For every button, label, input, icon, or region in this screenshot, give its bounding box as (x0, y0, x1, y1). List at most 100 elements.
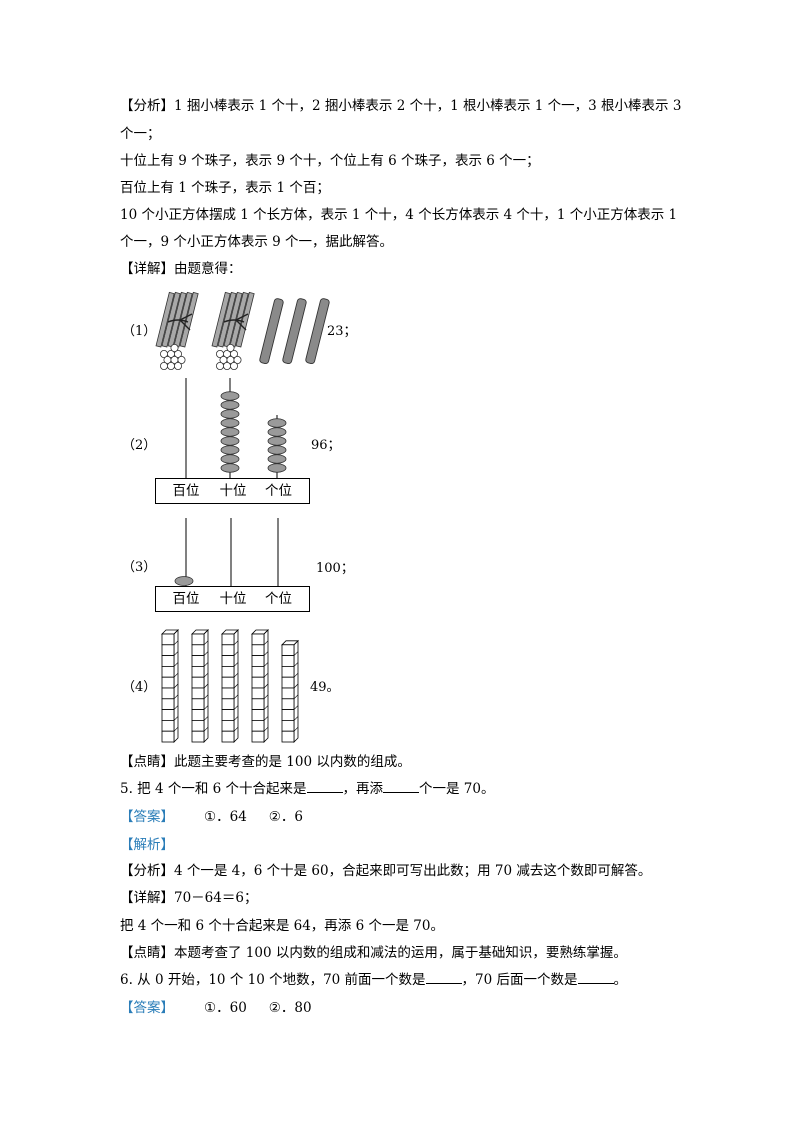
figure-2-abacus-rods (185, 378, 287, 478)
unit-cube (191, 666, 205, 678)
figure-4-label: （4） (122, 680, 157, 695)
unit-cube (161, 655, 175, 667)
q5-text-a: 5. 把 4 个一和 6 个十合起来是 (120, 781, 307, 797)
figure-3-result: 100； (316, 561, 354, 576)
unit-cube (281, 676, 295, 689)
detail-text: 70－64＝6； (174, 890, 258, 906)
q6-answer: 【答案】 ①．60 ②．80 (120, 998, 312, 1018)
q5-detail-2: 把 4 个一和 6 个十合起来是 64，再添 6 个一是 70。 (120, 918, 444, 934)
q6-text-a: 6. 从 0 开始，10 个 10 个地数，70 前面一个数是 (120, 972, 426, 988)
tens-beads (220, 391, 240, 473)
unit-cube (191, 698, 205, 711)
unit-cube (161, 633, 175, 646)
detail-text: 由题意得： (174, 261, 242, 277)
analysis-line-6: 个一，9 个小正方体表示 9 个一，据此解答。 (120, 234, 394, 250)
analysis-line-1: 【分析】1 捆小棒表示 1 个十，2 捆小棒表示 2 个十，1 根小棒表示 1 … (120, 96, 681, 116)
unit-cube (281, 655, 295, 667)
unit-cube (281, 687, 295, 700)
unit-cube (191, 633, 205, 646)
unit-cube (161, 676, 175, 689)
hundreds-label: 百位 (172, 591, 200, 607)
unit-cube (221, 633, 235, 646)
ones-beads (267, 418, 287, 473)
question-6: 6. 从 0 开始，10 个 10 个地数，70 前面一个数是 ，70 后面一个数… (120, 970, 627, 990)
unit-cube (191, 709, 205, 721)
answer-1: ①．60 (204, 1000, 247, 1016)
q6-text-b: ，70 后面一个数是 (461, 972, 578, 988)
q5-blank-2 (383, 780, 420, 793)
q5-fenxi: 【分析】4 个一是 4，6 个十是 60，合起来即可写出此数；用 70 减去这个… (120, 861, 651, 881)
unit-cube (221, 687, 235, 700)
analysis-heading-tag: 【解析】 (120, 837, 174, 853)
analysis-tag: 【分析】 (120, 98, 174, 114)
review-tag: 【点睛】 (120, 754, 174, 770)
unit-cube (191, 655, 205, 667)
ten-rod (221, 629, 239, 743)
unit-cube (161, 666, 175, 678)
review-tag: 【点睛】 (120, 945, 174, 961)
q5-detail: 【详解】70－64＝6； (120, 888, 257, 908)
ten-rod (191, 629, 209, 743)
unit-cube (251, 720, 265, 732)
answer-tag: 【答案】 (120, 1000, 174, 1016)
unit-cube (221, 644, 235, 656)
unit-cube (221, 655, 235, 667)
fenxi-tag: 【分析】 (120, 863, 174, 879)
figure-1-result: 23； (327, 324, 357, 339)
unit-cube (221, 698, 235, 711)
figure-3-place-frame: 百位 十位 个位 (155, 586, 310, 612)
unit-cube (251, 666, 265, 678)
analysis-line-4: 百位上有 1 个珠子，表示 1 个百； (120, 180, 330, 196)
analysis-text: 1 捆小棒表示 1 个十，2 捆小棒表示 2 个十，1 根小棒表示 1 个一，3… (174, 98, 682, 114)
ones-label: 个位 (265, 591, 292, 607)
unit-cube (191, 720, 205, 732)
unit-cube (251, 633, 265, 646)
answer-1: ①．64 (204, 809, 247, 825)
q5-text-b: ，再添 (342, 781, 384, 797)
unit-cube (221, 730, 235, 743)
unit-cube (251, 676, 265, 689)
review-text: 本题考查了 100 以内数的组成和减法的运用，属于基础知识，要熟练掌握。 (174, 945, 627, 961)
unit-cube (221, 720, 235, 732)
detail-line: 【详解】由题意得： (120, 259, 242, 279)
unit-cube (251, 644, 265, 656)
q5-blank-1 (306, 780, 343, 793)
figure-2-place-frame: 百位 十位 个位 (155, 478, 310, 504)
analysis-line-5: 10 个小正方体摆成 1 个长方体，表示 1 个十，4 个长方体表示 4 个十，… (120, 207, 678, 223)
q6-blank-1 (425, 971, 462, 984)
unit-cube (281, 709, 295, 721)
unit-cube (221, 709, 235, 721)
review-text: 此题主要考查的是 100 以内数的组成。 (174, 754, 411, 770)
unit-cube (281, 730, 295, 743)
unit-cube (251, 698, 265, 711)
answer-2: ②．6 (268, 809, 303, 825)
figure-2-label: （2） (122, 438, 157, 453)
ones-column (281, 639, 299, 743)
unit-cube (251, 655, 265, 667)
analysis-line-2: 个一； (120, 126, 161, 142)
answer-tag: 【答案】 (120, 809, 174, 825)
answer-2: ②．80 (268, 1000, 312, 1016)
unit-cube (251, 709, 265, 721)
unit-cube (161, 698, 175, 711)
unit-cube (251, 687, 265, 700)
fenxi-text: 4 个一是 4，6 个十是 60，合起来即可写出此数；用 70 减去这个数即可解… (174, 863, 652, 879)
unit-cube (161, 720, 175, 732)
detail-tag: 【详解】 (120, 890, 174, 906)
unit-cube (191, 687, 205, 700)
tens-label: 十位 (219, 483, 247, 499)
unit-cube (281, 720, 295, 732)
q5-text-c: 个一是 70。 (419, 781, 495, 797)
review-line: 【点睛】此题主要考查的是 100 以内数的组成。 (120, 752, 411, 772)
question-5: 5. 把 4 个一和 6 个十合起来是 ，再添 个一是 70。 (120, 779, 495, 799)
ten-rod (251, 629, 269, 743)
unit-cube (251, 730, 265, 743)
q6-blank-2 (577, 971, 614, 984)
q5-review: 【点睛】本题考查了 100 以内数的组成和减法的运用，属于基础知识，要熟练掌握。 (120, 943, 627, 963)
unit-cube (161, 709, 175, 721)
hundreds-bead (174, 576, 194, 586)
unit-cube (191, 676, 205, 689)
q6-text-c: 。 (613, 972, 628, 988)
tens-label: 十位 (219, 591, 247, 607)
unit-cube (161, 644, 175, 656)
